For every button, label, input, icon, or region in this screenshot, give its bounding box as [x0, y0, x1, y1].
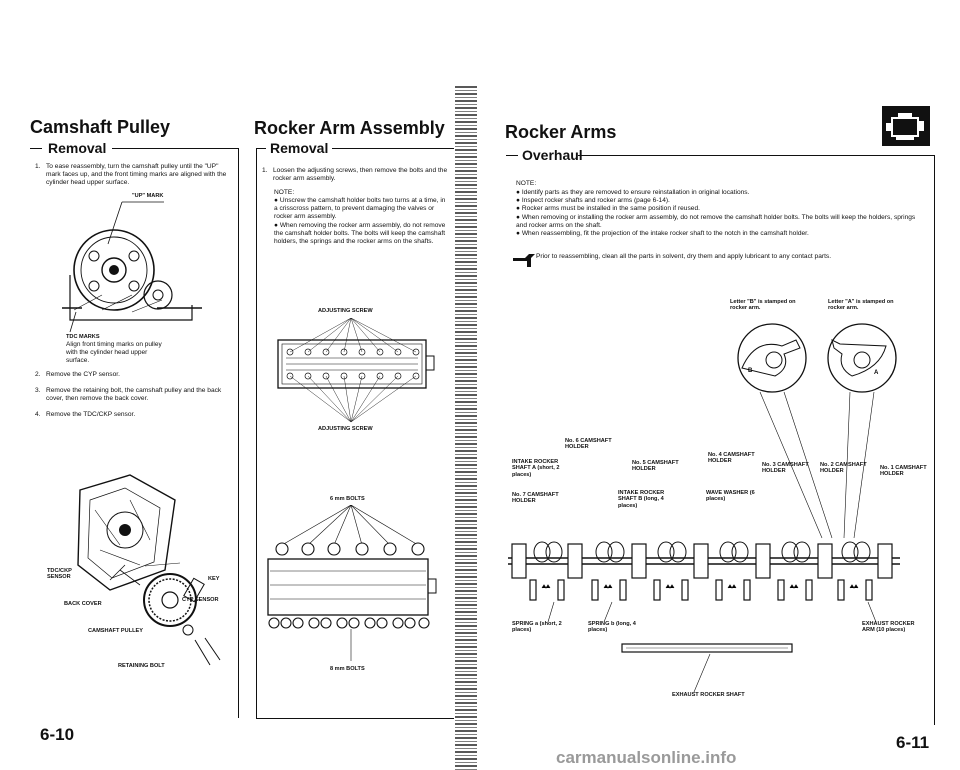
prior-reassembly-note: Prior to reassembling, clean all the par… [536, 253, 832, 260]
camshaft-pulley-diagram [62, 201, 202, 333]
column-border [256, 148, 257, 718]
note-label: NOTE: [516, 180, 537, 187]
camshaft-pulley-title: Camshaft Pulley [30, 117, 171, 137]
camshaft-step-4: Remove the TDC/CKP sensor. [46, 411, 136, 418]
6mm-bolts-label: 6 mm BOLTS [330, 496, 365, 502]
note-item: ● Inspect rocker shafts and rocker arms … [516, 197, 670, 205]
camshaft-exploded-diagram [77, 474, 221, 666]
divider [256, 148, 266, 149]
camshaft-holder-bolts-diagram [267, 505, 437, 661]
exhaust-rocker-arm-label: EXHAUST ROCKER ARM (10 places) [862, 621, 915, 634]
exhaust-rocker-shaft-diagram [621, 643, 793, 693]
rocker-crisscross-diagram [277, 318, 435, 423]
step-number: 4. [35, 411, 41, 418]
note-text: When removing the rocker arm assembly, d… [274, 222, 446, 246]
divider [506, 155, 518, 156]
no6-holder-label: No. 6 CAMSHAFT HOLDER [565, 438, 612, 451]
svg-text:A: A [874, 370, 879, 376]
note-text: Unscrew the camshaft holder bolts two tu… [274, 197, 446, 221]
tdc-marks-label: TDC MARKS [66, 334, 100, 340]
note-text: Identify parts as they are removed to en… [521, 189, 750, 196]
overhaul-subtitle: Overhaul [522, 147, 583, 163]
step-number: 2. [35, 371, 41, 378]
page-number-left: 6-10 [40, 725, 75, 744]
rocker-step-1: Loosen the adjusting screws, then remove… [273, 167, 448, 183]
cyp-sensor-label: CYP SENSOR [182, 597, 219, 603]
rocker-arm-detail-diagram: B A [737, 323, 897, 539]
note-text: Inspect rocker shafts and rocker arms (p… [521, 197, 670, 205]
retaining-bolt-label: RETAINING BOLT [118, 663, 165, 669]
divider [332, 148, 454, 149]
tdc-marks-note: Align front timing marks on pulley with … [66, 341, 162, 364]
no7-holder-label: No. 7 CAMSHAFT HOLDER [512, 492, 559, 505]
spring-a-label: SPRING a (short, 2 places) [512, 621, 562, 634]
adjusting-screw-label: ADJUSTING SCREW [318, 426, 373, 432]
step-number: 1. [262, 167, 268, 174]
no2-holder-label: No. 2 CAMSHAFT HOLDER [820, 462, 867, 475]
svg-text:B: B [748, 368, 753, 374]
note-text: When reassembling, fit the projection of… [521, 230, 809, 238]
no5-holder-label: No. 5 CAMSHAFT HOLDER [632, 460, 679, 473]
watermark: carmanualsonline.info [556, 748, 737, 767]
engine-section-icon [882, 106, 930, 146]
rocker-arms-exploded-diagram [508, 541, 900, 623]
lubricant-icon [511, 251, 537, 274]
8mm-bolts-label: 8 mm BOLTS [330, 666, 365, 672]
camshaft-step-3: Remove the retaining bolt, the camshaft … [46, 387, 222, 403]
column-border [934, 155, 935, 725]
camshaft-pulley-label: CAMSHAFT PULLEY [88, 628, 144, 634]
step-number: 1. [35, 163, 41, 170]
column-border [238, 148, 239, 718]
rocker-note-1: ● Unscrew the camshaft holder bolts two … [274, 197, 446, 221]
note-label: NOTE: [274, 189, 295, 196]
key-label: KEY [208, 576, 220, 582]
divider [578, 155, 934, 156]
note-item: ● Identify parts as they are removed to … [516, 189, 750, 196]
no4-holder-label: No. 4 CAMSHAFT HOLDER [708, 452, 755, 465]
camshaft-removal-subtitle: Removal [48, 140, 107, 156]
note-item: ● When removing or installing the rocker… [516, 213, 916, 229]
rocker-arms-title: Rocker Arms [505, 122, 617, 142]
note-item: ● When reassembling, fit the projection … [516, 230, 809, 238]
no3-holder-label: No. 3 CAMSHAFT HOLDER [762, 462, 809, 475]
rocker-removal-subtitle: Removal [270, 140, 329, 156]
divider [30, 148, 42, 149]
tdc-ckp-sensor-label: TDC/CKP SENSOR [47, 568, 72, 581]
note-item: ● Rocker arms must be installed in the s… [516, 205, 700, 213]
letter-a-label: Letter "A" is stamped on rocker arm. [828, 299, 894, 312]
note-text: Rocker arms must be installed in the sam… [521, 205, 700, 213]
divider [112, 148, 239, 149]
note-text: When removing or installing the rocker a… [516, 213, 916, 229]
no1-holder-label: No. 1 CAMSHAFT HOLDER [880, 465, 927, 478]
intake-shaft-a-label: INTAKE ROCKER SHAFT A (short, 2 places) [512, 459, 560, 478]
wave-washer-label: WAVE WASHER (6 places) [706, 490, 755, 503]
rocker-arm-assembly-title: Rocker Arm Assembly [254, 118, 445, 138]
step-number: 3. [35, 387, 41, 394]
rocker-note-2: ● When removing the rocker arm assembly,… [274, 222, 446, 246]
divider [256, 718, 454, 719]
exhaust-rocker-shaft-label: EXHAUST ROCKER SHAFT [672, 692, 745, 698]
page-number-right: 6-11 [896, 733, 930, 752]
letter-b-label: Letter "B" is stamped on rocker arm. [730, 299, 796, 312]
camshaft-step-1: To ease reassembly, turn the camshaft pu… [46, 163, 227, 187]
intake-shaft-b-label: INTAKE ROCKER SHAFT B (long, 4 places) [618, 490, 665, 509]
camshaft-step-2: Remove the CYP sensor. [46, 371, 120, 378]
back-cover-label: BACK COVER [64, 601, 102, 607]
up-mark-label: "UP" MARK [132, 193, 164, 199]
spring-b-label: SPRING b (long, 4 places) [588, 621, 636, 634]
book-binding [455, 86, 477, 770]
overhaul-notes: ● Identify parts as they are removed to … [516, 189, 926, 238]
adjusting-screw-label: ADJUSTING SCREW [318, 308, 373, 314]
